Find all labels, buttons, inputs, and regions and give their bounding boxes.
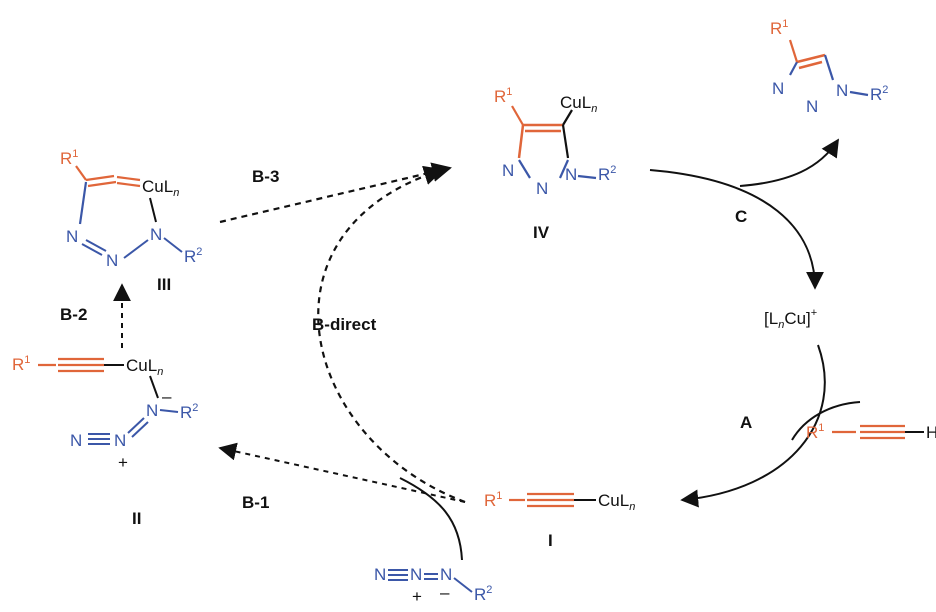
alkyne-r1-label: R bbox=[806, 423, 818, 442]
arrow-a-alkyne-branch bbox=[791, 401, 861, 441]
arrow-b-direct-dashed bbox=[317, 165, 466, 504]
ii-r1-label: R bbox=[12, 355, 24, 374]
azide-minus: – bbox=[440, 583, 450, 602]
label-b2: B-2 bbox=[60, 305, 87, 324]
label-b-direct: B-direct bbox=[312, 315, 377, 334]
svg-text:CuLn: CuLn bbox=[126, 356, 163, 378]
iii-r2-superscript: 2 bbox=[196, 246, 202, 258]
svg-text:CuLn: CuLn bbox=[560, 93, 597, 115]
ii-ln-subscript: n bbox=[157, 366, 163, 378]
svg-text:R2: R2 bbox=[184, 246, 202, 266]
iii-label: III bbox=[157, 275, 171, 294]
azide-r2-label: R bbox=[474, 585, 486, 604]
iv-r1-label: R bbox=[494, 87, 506, 106]
iii-r1-label: R bbox=[60, 149, 72, 168]
svg-text:R2: R2 bbox=[180, 402, 198, 422]
incoming-azide: N N + N – R2 bbox=[374, 565, 492, 606]
ii-cu-label: CuL bbox=[126, 356, 157, 375]
ii-r2-label: R bbox=[180, 403, 192, 422]
label-b1: B-1 bbox=[242, 493, 269, 512]
iv-r1-superscript: 1 bbox=[506, 86, 512, 98]
iii-n-bottom: N bbox=[106, 251, 118, 270]
ii-r2-superscript: 2 bbox=[192, 402, 198, 414]
ii-n-gamma: N bbox=[70, 431, 82, 450]
iv-n-right: N bbox=[565, 165, 577, 184]
incoming-alkyne: R1 H bbox=[806, 422, 936, 442]
ii-n-alpha: N bbox=[146, 401, 158, 420]
svg-text:R1: R1 bbox=[494, 86, 512, 106]
intermediate-iv: R1 CuLn N N N R2 IV bbox=[494, 86, 616, 242]
label-c: C bbox=[735, 207, 747, 226]
i-cu-label: CuL bbox=[598, 491, 629, 510]
product-triazole: R1 N N N R2 bbox=[770, 18, 888, 116]
intermediate-i: R1 CuLn I bbox=[484, 490, 635, 550]
iii-cu-label: CuL bbox=[142, 177, 173, 196]
catalyst-open-label: [L bbox=[764, 309, 778, 328]
svg-text:R1: R1 bbox=[60, 148, 78, 168]
ii-n-beta: N bbox=[114, 431, 126, 450]
iv-label: IV bbox=[533, 223, 550, 242]
alkyne-h-label: H bbox=[926, 423, 936, 442]
label-b3: B-3 bbox=[252, 167, 279, 186]
arrow-c-product-branch bbox=[739, 138, 839, 187]
azide-n2: N bbox=[410, 565, 422, 584]
arrow-c bbox=[649, 169, 824, 290]
iii-n-left: N bbox=[66, 227, 78, 246]
svg-text:R1: R1 bbox=[770, 18, 788, 38]
i-label: I bbox=[548, 531, 553, 550]
arrow-a bbox=[680, 344, 826, 508]
azide-n1: N bbox=[374, 565, 386, 584]
catalyst-n-subscript: n bbox=[778, 319, 784, 331]
svg-text:R2: R2 bbox=[474, 584, 492, 604]
iii-r2-label: R bbox=[184, 247, 196, 266]
cycle-arrows bbox=[113, 138, 861, 561]
product-r1-label: R bbox=[770, 19, 782, 38]
svg-text:R2: R2 bbox=[598, 164, 616, 184]
product-r2-label: R bbox=[870, 85, 882, 104]
azide-n3: N bbox=[440, 565, 452, 584]
azide-r2-superscript: 2 bbox=[486, 584, 492, 596]
ii-minus: – bbox=[162, 387, 172, 406]
iv-r2-label: R bbox=[598, 165, 610, 184]
iv-cu-label: CuL bbox=[560, 93, 591, 112]
iii-n-right: N bbox=[150, 225, 162, 244]
intermediate-iii: R1 CuLn N N N R2 III bbox=[60, 148, 202, 294]
catalyst-cu-label: Cu] bbox=[784, 309, 810, 328]
i-r1-label: R bbox=[484, 491, 496, 510]
label-a: A bbox=[740, 413, 752, 432]
product-n-bottom: N bbox=[806, 97, 818, 116]
iii-ln-subscript: n bbox=[173, 187, 179, 199]
catalyst-charge: + bbox=[811, 307, 817, 319]
product-r2-superscript: 2 bbox=[882, 84, 888, 96]
iv-n-bottom: N bbox=[536, 179, 548, 198]
product-n-left: N bbox=[772, 79, 784, 98]
iv-ln-subscript: n bbox=[591, 103, 597, 115]
svg-text:R1: R1 bbox=[12, 354, 30, 374]
iv-r2-superscript: 2 bbox=[610, 164, 616, 176]
svg-text:[LnCu]+: [LnCu]+ bbox=[764, 307, 817, 331]
iii-r1-superscript: 1 bbox=[72, 148, 78, 160]
ii-plus: + bbox=[118, 453, 128, 472]
azide-plus: + bbox=[412, 587, 422, 606]
iv-n-left: N bbox=[502, 161, 514, 180]
i-ln-subscript: n bbox=[629, 501, 635, 513]
arrow-azide-entry bbox=[399, 477, 463, 561]
ii-r1-superscript: 1 bbox=[24, 354, 30, 366]
svg-text:R2: R2 bbox=[870, 84, 888, 104]
ii-label: II bbox=[132, 509, 141, 528]
i-r1-superscript: 1 bbox=[496, 490, 502, 502]
intermediate-ii: R1 CuLn N – R2 N + N II bbox=[12, 354, 198, 528]
svg-text:R1: R1 bbox=[484, 490, 502, 510]
product-n-right: N bbox=[836, 81, 848, 100]
alkyne-r1-superscript: 1 bbox=[818, 422, 824, 434]
svg-text:CuLn: CuLn bbox=[142, 177, 179, 199]
svg-text:CuLn: CuLn bbox=[598, 491, 635, 513]
product-r1-superscript: 1 bbox=[782, 18, 788, 30]
svg-text:R1: R1 bbox=[806, 422, 824, 442]
